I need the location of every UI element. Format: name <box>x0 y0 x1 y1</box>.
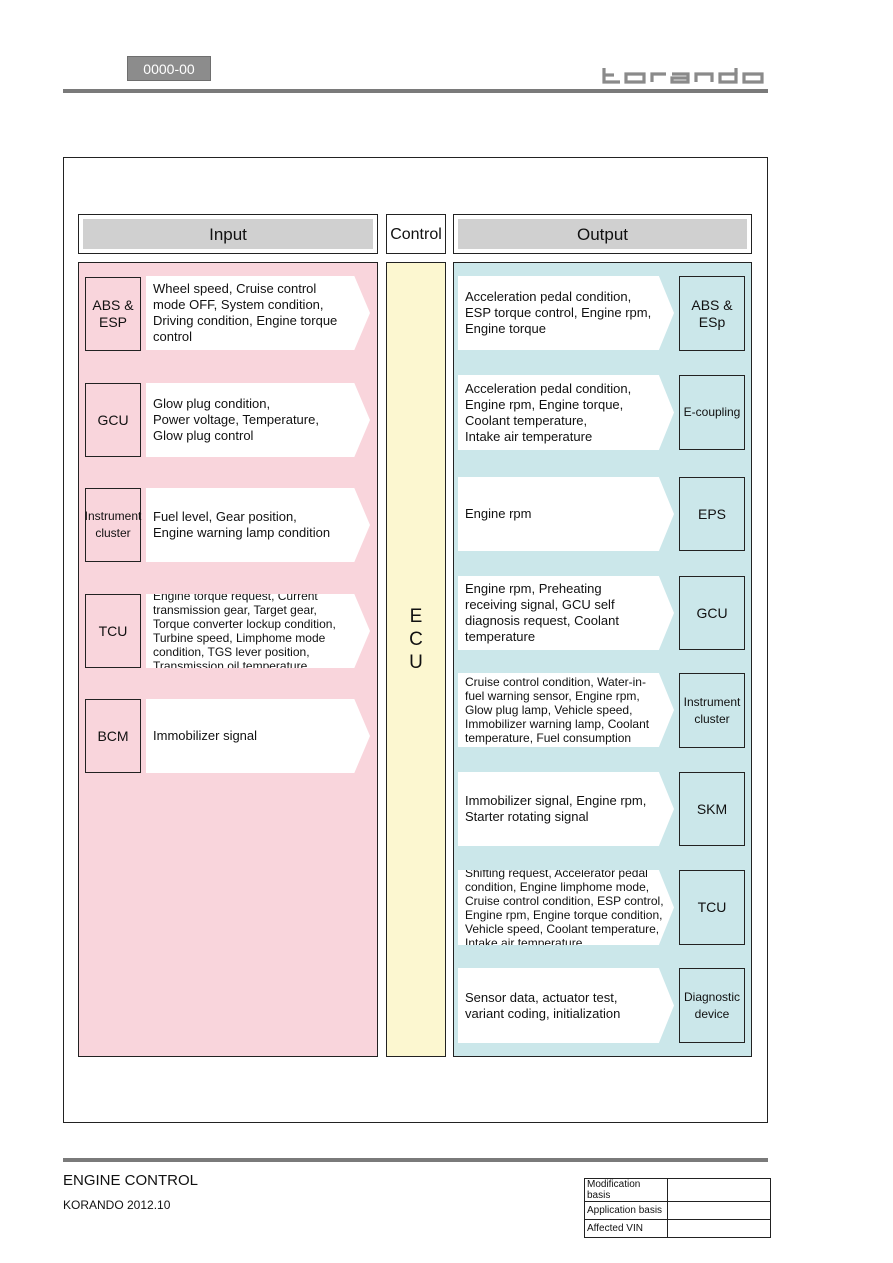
table-label: Application basis <box>584 1201 668 1220</box>
diagram-frame <box>63 157 768 1123</box>
output-module-instrument-cluster: Instrument cluster <box>679 673 745 748</box>
ecu-letter: C <box>409 629 423 650</box>
input-module-tcu: TCU <box>85 594 141 668</box>
table-row: Modification basis <box>584 1178 771 1202</box>
table-row: Application basis <box>584 1201 771 1220</box>
table-value <box>667 1219 771 1238</box>
output-signals-abs-esp: Acceleration pedal condition, ESP torque… <box>458 276 674 350</box>
output-module-eps: EPS <box>679 477 745 551</box>
output-header-label: Output <box>458 219 747 249</box>
output-signals-diagnostic-device: Sensor data, actuator test, variant codi… <box>458 968 674 1043</box>
input-module-gcu: GCU <box>85 383 141 457</box>
control-header-label: Control <box>388 219 444 249</box>
input-signals-gcu: Glow plug condition, Power voltage, Temp… <box>146 383 370 457</box>
input-module-bcm: BCM <box>85 699 141 773</box>
input-module-instrument-cluster: Instrument cluster <box>85 488 141 562</box>
footer-title: ENGINE CONTROL <box>63 1172 199 1189</box>
output-module-diagnostic-device: Diagnostic device <box>679 968 745 1043</box>
output-column-header: Output <box>453 214 752 254</box>
korando-logo <box>602 68 764 84</box>
output-signals-eps: Engine rpm <box>458 477 674 551</box>
input-column-header: Input <box>78 214 378 254</box>
table-value <box>667 1178 771 1202</box>
revision-table: Modification basis Application basis Aff… <box>584 1178 771 1238</box>
header-rule <box>63 89 768 93</box>
control-column <box>386 262 446 1057</box>
output-signals-gcu: Engine rpm, Preheating receiving signal,… <box>458 576 674 650</box>
input-signals-bcm: Immobilizer signal <box>146 699 370 773</box>
footer-subtitle: KORANDO 2012.10 <box>63 1198 171 1212</box>
output-module-gcu: GCU <box>679 576 745 650</box>
table-label: Modification basis <box>584 1178 668 1202</box>
table-row: Affected VIN <box>584 1219 771 1238</box>
input-signals-instrument-cluster: Fuel level, Gear position, Engine warnin… <box>146 488 370 562</box>
output-module-tcu: TCU <box>679 870 745 945</box>
page-code-badge: 0000-00 <box>127 56 211 81</box>
ecu-letter: U <box>409 652 423 673</box>
footer-rule <box>63 1158 768 1162</box>
table-label: Affected VIN <box>584 1219 668 1238</box>
output-signals-skm: Immobilizer signal, Engine rpm, Starter … <box>458 772 674 846</box>
output-signals-instrument-cluster: Cruise control condition, Water-in-fuel … <box>458 673 674 747</box>
output-module-e-coupling: E-coupling <box>679 375 745 450</box>
input-header-label: Input <box>83 219 373 249</box>
ecu-label: E C U <box>386 605 446 674</box>
output-module-abs-esp: ABS & ESp <box>679 276 745 351</box>
ecu-letter: E <box>409 606 423 627</box>
table-value <box>667 1201 771 1220</box>
output-signals-e-coupling: Acceleration pedal condition, Engine rpm… <box>458 375 674 450</box>
control-column-header: Control <box>386 214 446 254</box>
output-signals-tcu: Shifting request, Accelerator pedal cond… <box>458 870 674 945</box>
input-signals-abs-esp: Wheel speed, Cruise control mode OFF, Sy… <box>146 276 370 350</box>
output-module-skm: SKM <box>679 772 745 846</box>
input-signals-tcu: Engine torque request, Current transmiss… <box>146 594 370 668</box>
input-module-abs-esp: ABS & ESP <box>85 277 141 351</box>
